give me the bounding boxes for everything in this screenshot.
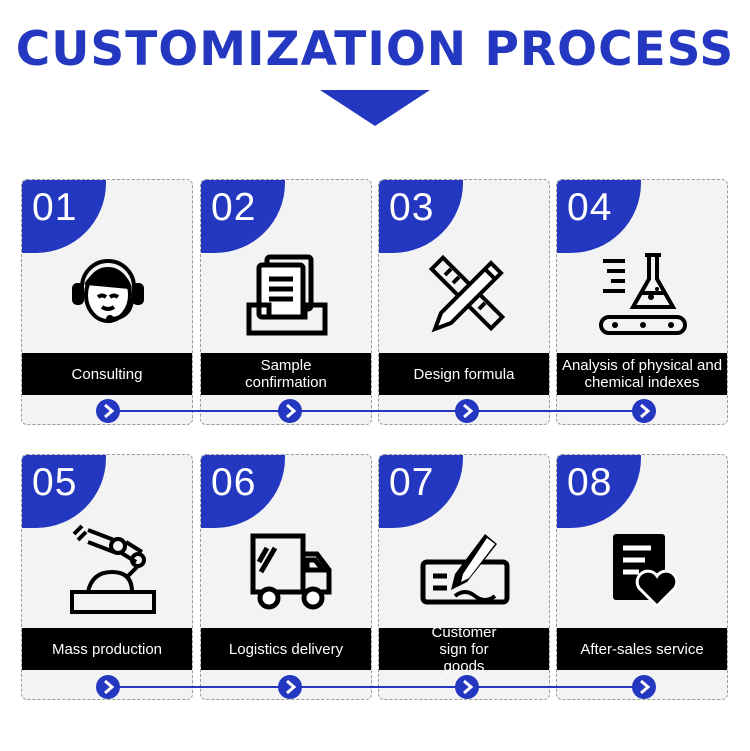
step-badge: 05	[22, 455, 106, 528]
step-card-04: 04 Analysis of physical and chemical ind…	[556, 179, 728, 425]
step-number: 08	[567, 461, 613, 504]
step-badge: 04	[557, 180, 641, 253]
next-arrow-icon	[278, 399, 302, 423]
delivery-truck-icon	[250, 533, 332, 610]
step-label: Consulting	[22, 353, 192, 395]
title-down-arrow	[320, 90, 430, 126]
document-tray-icon	[246, 254, 328, 336]
step-badge: 07	[379, 455, 463, 528]
step-card-01: 01 Consulting	[21, 179, 193, 425]
step-card-08: 08 After-sales service	[556, 454, 728, 700]
step-label: Customer sign for goods	[379, 624, 549, 675]
step-number: 06	[211, 461, 257, 504]
step-badge: 01	[22, 180, 106, 253]
service-heart-icon	[613, 534, 679, 609]
next-arrow-icon	[96, 675, 120, 699]
step-label: Analysis of physical and chemical indexe…	[557, 353, 727, 395]
sign-pen-icon	[420, 534, 510, 605]
step-card-05: 05 Mass production	[21, 454, 193, 700]
page-title: CUSTOMIZATION PROCESS	[15, 22, 735, 77]
step-badge: 08	[557, 455, 641, 528]
step-number: 03	[389, 186, 435, 229]
step-badge: 03	[379, 180, 463, 253]
next-arrow-icon	[278, 675, 302, 699]
step-card-02: 02 Sample confirmation	[200, 179, 372, 425]
step-badge: 06	[201, 455, 285, 528]
row-2-connector-line	[108, 686, 648, 688]
step-card-07: 07 Customer sign for goods	[378, 454, 550, 700]
flask-conveyor-icon	[599, 253, 687, 335]
next-arrow-icon	[96, 399, 120, 423]
step-label: Mass production	[22, 628, 192, 670]
step-card-06: 06 Logistics delivery	[200, 454, 372, 700]
step-card-03: 03 Design formula	[378, 179, 550, 425]
step-number: 07	[389, 461, 435, 504]
next-arrow-icon	[632, 399, 656, 423]
step-number: 05	[32, 461, 78, 504]
next-arrow-icon	[455, 399, 479, 423]
step-badge: 02	[201, 180, 285, 253]
step-number: 04	[567, 186, 613, 229]
step-label: Sample confirmation	[201, 353, 371, 395]
headset-agent-icon	[72, 259, 144, 323]
step-label: Logistics delivery	[201, 628, 371, 670]
next-arrow-icon	[455, 675, 479, 699]
step-number: 01	[32, 186, 78, 229]
next-arrow-icon	[632, 675, 656, 699]
step-number: 02	[211, 186, 257, 229]
robot-arm-icon	[70, 524, 156, 614]
step-label: After-sales service	[557, 628, 727, 670]
row-1-connector-line	[108, 410, 648, 412]
step-label: Design formula	[379, 353, 549, 395]
ruler-pencil-icon	[428, 254, 506, 333]
